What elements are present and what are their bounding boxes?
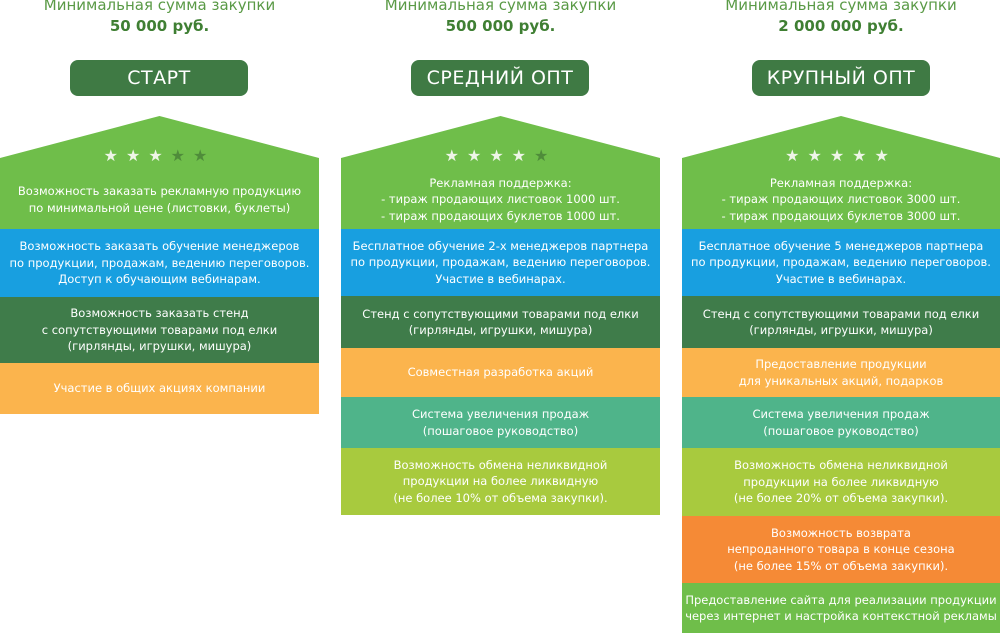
- star-icon: ★: [785, 146, 808, 165]
- star-icon: ★: [103, 146, 126, 165]
- roof-shape: [0, 116, 319, 170]
- star-icon: ★: [807, 146, 830, 165]
- benefit-block: Предоставление сайта для реализации прод…: [682, 583, 1000, 633]
- benefit-block: Возможность заказать стенд с сопутствующ…: [0, 297, 319, 363]
- star-icon: ★: [852, 146, 875, 165]
- min-sum-value: 2 000 000 руб.: [778, 17, 904, 35]
- benefit-block: Участие в общих акциях компании: [0, 363, 319, 414]
- star-icon: ★: [511, 146, 535, 165]
- roof-shape: [682, 116, 1000, 170]
- star-icon: ★: [489, 146, 512, 165]
- tier-title-badge: КРУПНЫЙ ОПТ: [752, 60, 930, 96]
- star-icon: ★: [874, 146, 897, 165]
- rating-stars: ★★★★★: [0, 146, 319, 165]
- min-sum-label: Минимальная сумма закупки: [725, 0, 957, 14]
- roof-shape: [341, 116, 660, 170]
- min-sum-label: Минимальная сумма закупки: [43, 0, 276, 14]
- star-icon: ★: [170, 146, 194, 165]
- star-icon: ★: [466, 146, 490, 165]
- benefit-block: Рекламная поддержка: - тираж продающих л…: [341, 170, 660, 229]
- star-icon: ★: [148, 146, 171, 165]
- tier-title-badge: СТАРТ: [70, 60, 248, 96]
- star-icon: ★: [534, 146, 557, 165]
- min-sum-label: Минимальная сумма закупки: [384, 0, 617, 14]
- star-icon: ★: [444, 146, 467, 165]
- star-icon: ★: [193, 146, 216, 165]
- benefit-block: Стенд с сопутствующими товарами под елки…: [682, 296, 1000, 348]
- benefit-block: Совместная разработка акций: [341, 348, 660, 397]
- benefit-block: Возможность заказать рекламную продукцию…: [0, 170, 319, 229]
- tier-title-badge: СРЕДНИЙ ОПТ: [411, 60, 589, 96]
- benefit-block: Система увеличения продаж (пошаговое рук…: [341, 397, 660, 448]
- benefit-block: Возможность возврата непроданного товара…: [682, 516, 1000, 583]
- benefit-block: Возможность обмена неликвидной продукции…: [682, 448, 1000, 516]
- star-icon: ★: [125, 146, 149, 165]
- benefit-block: Возможность заказать обучение менеджеров…: [0, 229, 319, 297]
- benefit-block: Рекламная поддержка: - тираж продающих л…: [682, 170, 1000, 229]
- benefit-block: Возможность обмена неликвидной продукции…: [341, 448, 660, 515]
- min-sum-value: 50 000 руб.: [109, 17, 210, 35]
- benefit-block: Бесплатное обучение 2-х менеджеров партн…: [341, 229, 660, 296]
- rating-stars: ★★★★★: [682, 146, 1000, 165]
- rating-stars: ★★★★★: [341, 146, 660, 165]
- min-sum-value: 500 000 руб.: [445, 17, 556, 35]
- star-icon: ★: [829, 146, 853, 165]
- benefit-block: Предоставление продукции для уникальных …: [682, 348, 1000, 397]
- benefit-block: Бесплатное обучение 5 менеджеров партнер…: [682, 229, 1000, 296]
- benefit-block: Стенд с сопутствующими товарами под елки…: [341, 296, 660, 348]
- benefit-block: Система увеличения продаж (пошаговое рук…: [682, 397, 1000, 448]
